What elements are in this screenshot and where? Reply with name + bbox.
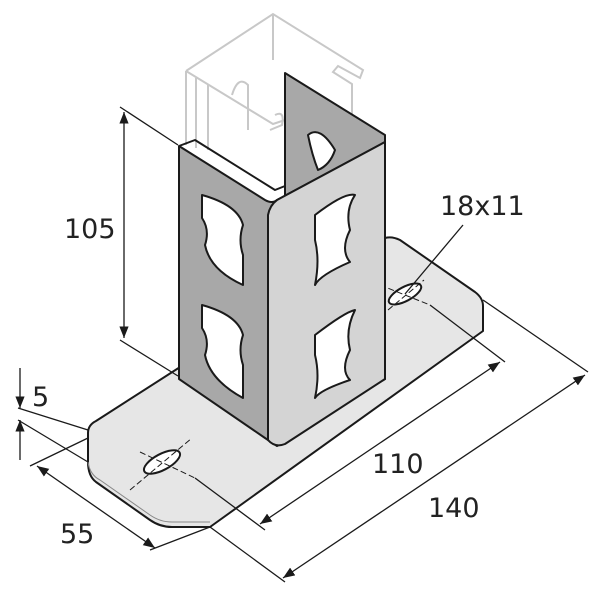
ghost-channel (185, 12, 365, 150)
dimension-lines (15, 106, 589, 583)
dimension-slot-label: 18x11 (440, 191, 525, 222)
dimension-length-label: 140 (428, 493, 480, 524)
dimension-hole-spacing-label: 110 (372, 449, 424, 480)
dimension-height-label: 105 (64, 214, 116, 245)
dimension-width-label: 55 (60, 519, 94, 550)
dimension-thickness-label: 5 (32, 382, 49, 413)
post (178, 72, 386, 447)
